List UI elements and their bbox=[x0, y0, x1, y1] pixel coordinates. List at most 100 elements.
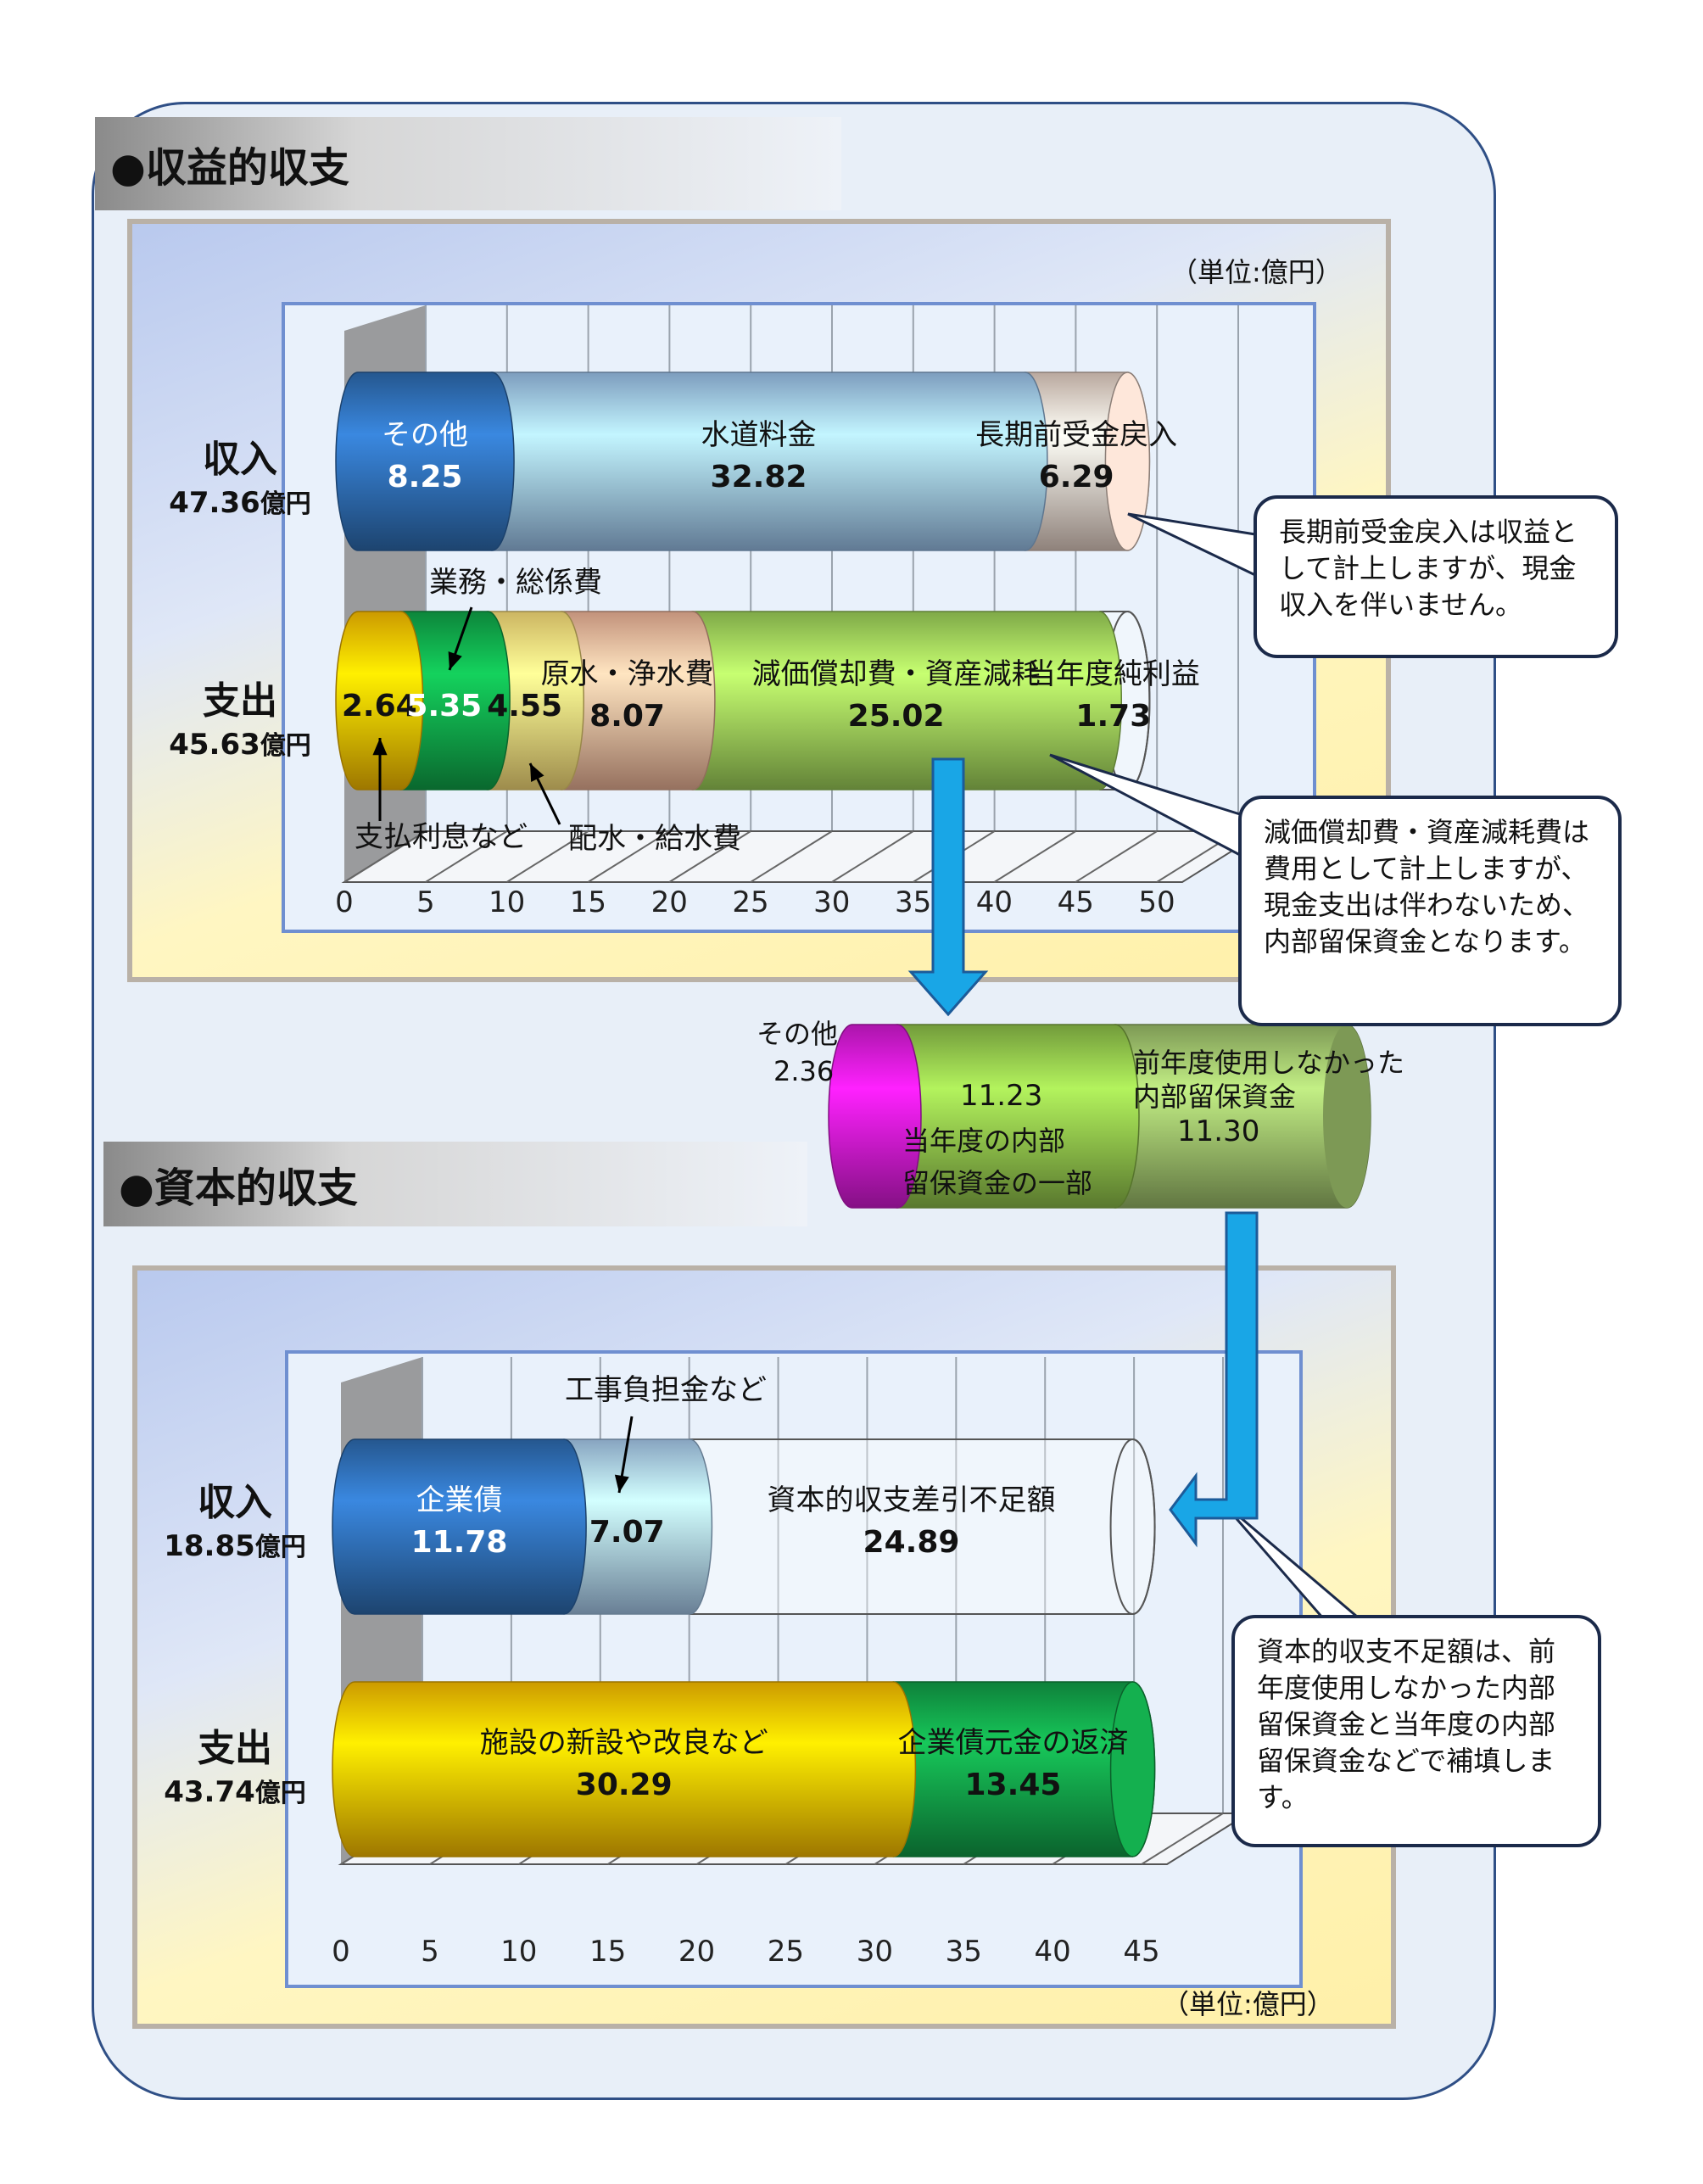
x-tick-0-2: 10 bbox=[489, 885, 525, 919]
outside-label-1: 業務・総係費 bbox=[429, 566, 602, 600]
x-tick-0-6: 30 bbox=[813, 885, 850, 919]
x-tick-1-6: 30 bbox=[857, 1935, 893, 1969]
bar-0-1-0 bbox=[335, 611, 424, 790]
capital-income-unit: 億円 bbox=[254, 1533, 306, 1562]
revenue-expense-title: 支出 bbox=[203, 679, 277, 723]
x-tick-0-7: 35 bbox=[895, 885, 931, 919]
x-tick-1-0: 0 bbox=[332, 1935, 350, 1969]
capital-income-title: 収入 bbox=[198, 1481, 272, 1524]
floor-line-0-0 bbox=[343, 830, 427, 883]
callout-tail-0 bbox=[1127, 512, 1257, 578]
x-tick-1-1: 5 bbox=[421, 1935, 439, 1969]
callout-long-term-revenue: 長期前受金戻入は収益として計上しますが、現金収入を伴いません。 bbox=[1254, 495, 1618, 658]
revenue-income-amount: 47.36 bbox=[169, 486, 260, 520]
bar-label-0-0-2-value: 6.29 bbox=[1039, 460, 1114, 494]
floor-line-0-6 bbox=[831, 830, 914, 883]
bar-label-0-1-2-value: 4.55 bbox=[487, 689, 562, 723]
revenue-expense-label: 支出 45.63億円 bbox=[151, 670, 329, 762]
bar-label-0-1-0-value: 2.64 bbox=[342, 689, 417, 723]
capital-expense-label: 支出 43.74億円 bbox=[146, 1718, 324, 1809]
revenue-income-label: 収入 47.36億円 bbox=[151, 428, 329, 520]
floor-line-0-5 bbox=[750, 830, 833, 883]
floor-line-0-9 bbox=[1075, 830, 1158, 883]
floor-line-1-9 bbox=[1141, 1813, 1224, 1865]
bar-label-1-0-2-value: 24.89 bbox=[863, 1525, 960, 1560]
floor-line-0-3 bbox=[587, 830, 670, 883]
reserve-other-label: その他 bbox=[757, 1018, 839, 1050]
bar-0-0-2-cap bbox=[1104, 371, 1151, 551]
reserve-current-label-2: 留保資金の一部 bbox=[902, 1167, 1093, 1199]
bar-label-0-0-0-value: 8.25 bbox=[388, 460, 463, 494]
reserve-prev-label-1: 前年度使用しなかった bbox=[1133, 1047, 1405, 1079]
reserve-current-value: 11.23 bbox=[960, 1079, 1043, 1113]
flow-arrow-left bbox=[1169, 1211, 1259, 1548]
bar-label-1-1-0-value: 30.29 bbox=[576, 1768, 673, 1802]
bar-label-1-0-1-value: 7.07 bbox=[589, 1515, 665, 1550]
x-tick-0-0: 0 bbox=[335, 885, 354, 919]
bar-label-0-0-1-name: 水道料金 bbox=[701, 418, 816, 452]
revenue-unit-label: （単位:億円） bbox=[1170, 256, 1343, 288]
x-tick-0-3: 15 bbox=[570, 885, 606, 919]
reserve-current-label-1: 当年度の内部 bbox=[902, 1125, 1066, 1157]
bar-1-1-1-cap bbox=[1109, 1681, 1156, 1857]
revenue-expense-unit: 億円 bbox=[260, 731, 311, 761]
floor-line-0-8 bbox=[993, 830, 1076, 883]
bar-label-0-0-0-name: その他 bbox=[382, 418, 468, 452]
x-tick-1-4: 20 bbox=[678, 1935, 715, 1969]
bar-label-0-1-4-value: 25.02 bbox=[848, 699, 945, 734]
bar-label-0-1-1-value: 5.35 bbox=[406, 689, 482, 723]
x-tick-0-1: 5 bbox=[416, 885, 435, 919]
revenue-expense-amount: 45.63 bbox=[169, 728, 260, 762]
capital-income-amount: 18.85 bbox=[164, 1529, 255, 1563]
x-tick-0-5: 25 bbox=[732, 885, 768, 919]
bar-label-1-1-1-value: 13.45 bbox=[965, 1768, 1062, 1802]
bar-label-0-1-5-name: 当年度純利益 bbox=[1027, 657, 1200, 691]
bar-1-0-2-cap bbox=[1109, 1438, 1156, 1615]
bar-label-0-0-2-name: 長期前受金戻入 bbox=[975, 418, 1177, 452]
bar-label-0-1-3-value: 8.07 bbox=[589, 699, 665, 734]
x-tick-0-9: 45 bbox=[1058, 885, 1094, 919]
callout-depreciation: 減価償却費・資産減耗費は費用として計上しますが、現金支出は伴わないため、内部留保… bbox=[1238, 796, 1622, 1026]
revenue-income-title: 収入 bbox=[203, 438, 277, 481]
x-tick-0-10: 50 bbox=[1138, 885, 1175, 919]
bar-label-1-0-0-value: 11.78 bbox=[411, 1525, 508, 1560]
callout-capital-shortfall: 資本的収支不足額は、前年度使用しなかった内部留保資金と当年度の内部留保資金などで… bbox=[1231, 1615, 1601, 1847]
pointer-head-1 bbox=[448, 651, 462, 670]
bar-label-0-0-1-value: 32.82 bbox=[711, 460, 807, 494]
revenue-section-title: ●収益的収支 bbox=[95, 117, 841, 210]
bar-1-1-0 bbox=[332, 1681, 917, 1857]
x-tick-0-4: 20 bbox=[651, 885, 688, 919]
reserve-end-cap bbox=[1323, 1025, 1371, 1208]
outside-label-capital: 工事負担金など bbox=[565, 1373, 767, 1407]
pointer-head-0 bbox=[372, 738, 388, 756]
x-tick-1-2: 10 bbox=[500, 1935, 537, 1969]
revenue-income-unit: 億円 bbox=[260, 489, 311, 519]
bar-0-0-0 bbox=[335, 371, 515, 551]
bar-1-0-0 bbox=[332, 1438, 587, 1615]
bar-label-0-1-3-name: 原水・浄水費 bbox=[541, 657, 714, 691]
capital-section-title: ●資本的収支 bbox=[103, 1142, 807, 1226]
bar-label-1-0-0-name: 企業債 bbox=[416, 1483, 503, 1517]
capital-expense-unit: 億円 bbox=[254, 1779, 306, 1808]
capital-expense-amount: 43.74 bbox=[164, 1775, 255, 1809]
flow-arrow-down bbox=[907, 757, 989, 1017]
capital-income-label: 収入 18.85億円 bbox=[146, 1472, 324, 1563]
x-tick-1-9: 45 bbox=[1123, 1935, 1159, 1969]
bar-label-1-0-2-name: 資本的収支差引不足額 bbox=[767, 1483, 1055, 1517]
bar-label-1-1-0-name: 施設の新設や改良など bbox=[480, 1726, 768, 1760]
reserve-prev-value: 11.30 bbox=[1177, 1114, 1260, 1148]
floor-line-0-2 bbox=[506, 830, 589, 883]
floor-line-0-4 bbox=[668, 830, 751, 883]
bar-label-0-1-5-value: 1.73 bbox=[1075, 699, 1151, 734]
reserve-prev-label-2: 内部留保資金 bbox=[1133, 1081, 1297, 1113]
x-tick-1-5: 25 bbox=[768, 1935, 804, 1969]
reserve-segment-other bbox=[828, 1024, 922, 1209]
capital-unit-label: （単位:億円） bbox=[1162, 1988, 1334, 2020]
x-tick-1-8: 40 bbox=[1034, 1935, 1070, 1969]
x-tick-1-3: 15 bbox=[589, 1935, 626, 1969]
floor-line-0-1 bbox=[425, 830, 508, 883]
capital-expense-title: 支出 bbox=[198, 1727, 272, 1770]
bar-label-0-1-4-name: 減価償却費・資産減耗 bbox=[752, 657, 1041, 691]
outside-label-2: 配水・給水費 bbox=[568, 822, 741, 856]
